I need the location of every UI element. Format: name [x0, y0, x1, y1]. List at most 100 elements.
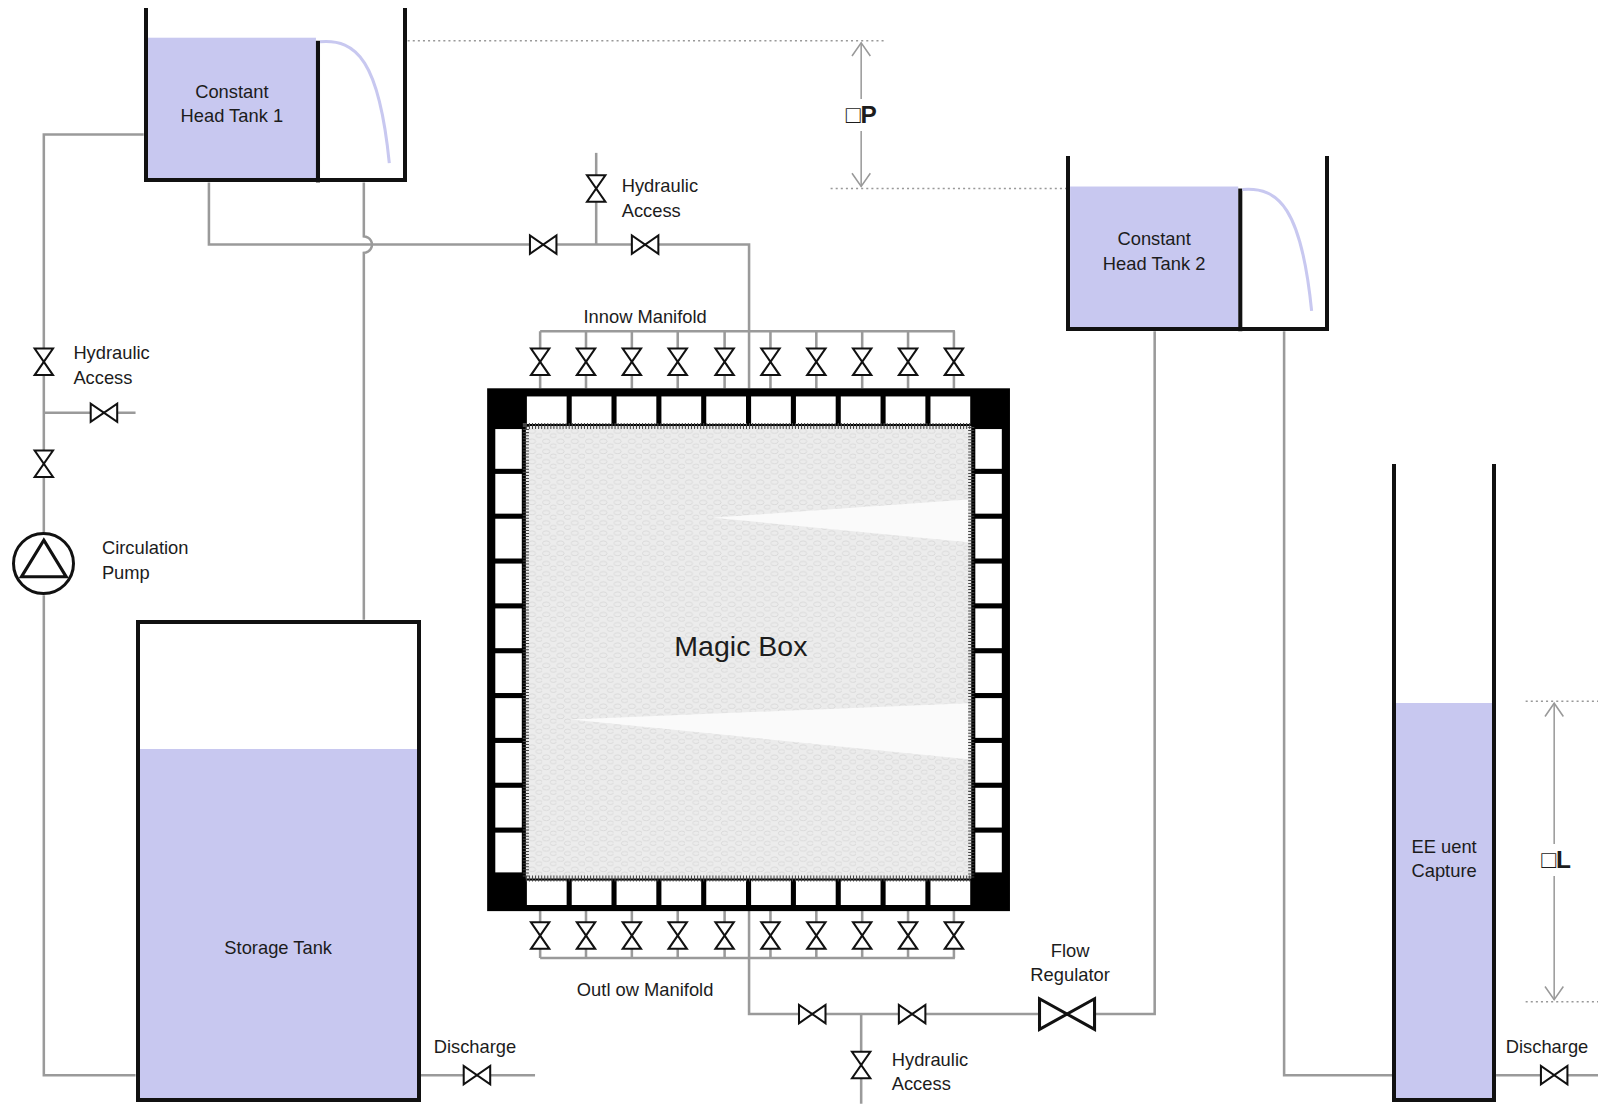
port-cell: [796, 881, 836, 905]
flow-regulator-symbol: [1040, 999, 1095, 1030]
port-cell: [661, 396, 701, 424]
port-cell: [751, 396, 791, 424]
valve-symbol: [761, 922, 779, 948]
port-cell: [495, 833, 521, 873]
valve-symbol: [577, 349, 595, 375]
manifold-label: Innow Manifold: [583, 305, 706, 329]
regulator-label: Flow Regulator: [1022, 939, 1119, 988]
sand-layer: [571, 703, 968, 759]
discharge-label: Discharge: [434, 1035, 517, 1059]
valve-symbol: [35, 450, 53, 476]
valve-symbol: [807, 349, 825, 375]
port-cell: [617, 881, 657, 905]
valve-symbol: [669, 922, 687, 948]
valve-symbol: [899, 349, 917, 375]
pump-triangle: [21, 540, 66, 577]
circulation-pump: Circulation Pump: [12, 532, 75, 595]
port-cell: [706, 396, 746, 424]
overflow-stream: [320, 42, 389, 164]
port-cell: [751, 881, 791, 905]
constant-head-tank: Constant Head Tank 1: [144, 8, 407, 182]
valve-symbol: [853, 922, 871, 948]
port-cells: [495, 396, 1002, 905]
port-cell: [572, 396, 612, 424]
port-cell: [975, 743, 1001, 783]
port-cell: [495, 698, 521, 738]
valve-symbol: [899, 922, 917, 948]
head-dimension: [408, 41, 1066, 189]
valve-symbol: [531, 349, 549, 375]
port-cell: [975, 429, 1001, 469]
valve-symbol: [761, 349, 779, 375]
port-cell: [975, 564, 1001, 604]
water: [148, 38, 316, 179]
pipe-connector: [44, 135, 144, 532]
length-dimension: [1526, 701, 1598, 1002]
port-cell: [886, 396, 926, 424]
valve-symbol: [632, 235, 658, 253]
port-cell: [886, 881, 926, 905]
port-cell: [527, 396, 567, 424]
pipe-connector: [1284, 331, 1392, 1075]
port-cell: [796, 396, 836, 424]
screen-mesh: [526, 426, 971, 879]
valve-symbol: [464, 1066, 490, 1084]
port-cell: [706, 881, 746, 905]
port-cell: [495, 653, 521, 693]
valve-symbol: [577, 922, 595, 948]
valve-symbol: [899, 1005, 925, 1023]
node-label: Magic Box: [674, 628, 807, 666]
port-cell: [975, 474, 1001, 514]
dimension-guide: [1526, 700, 1598, 702]
dimension-label: □P: [843, 99, 880, 132]
valve-symbol: [531, 922, 549, 948]
weir-wall: [1238, 189, 1242, 332]
port-cell: [495, 519, 521, 559]
port-cell: [495, 564, 521, 604]
valve-symbol: [91, 404, 117, 422]
access-label: Hydraulic Access: [892, 1048, 989, 1097]
sand-layer: [713, 499, 968, 542]
constant-head-tank: Constant Head Tank 2: [1066, 156, 1329, 331]
port-cell: [930, 881, 970, 905]
storage-tank: Storage Tank: [136, 620, 421, 1102]
port-cell: [841, 881, 881, 905]
valve-symbol: [669, 349, 687, 375]
valve-symbol: [807, 922, 825, 948]
valve-symbol: [623, 922, 641, 948]
port-cell: [495, 474, 521, 514]
manifold-label: Outl ow Manifold: [577, 978, 714, 1002]
valve-symbol: [623, 349, 641, 375]
node-label: Storage Tank: [224, 936, 332, 960]
port-cell: [975, 833, 1001, 873]
port-cell: [975, 698, 1001, 738]
port-cell: [975, 788, 1001, 828]
magic-box: Magic Box: [487, 388, 1010, 911]
valve-symbol: [1541, 1066, 1567, 1084]
port-cell: [527, 881, 567, 905]
port-cell: [975, 519, 1001, 559]
access-label: Hydraulic Access: [622, 174, 719, 223]
discharge-label: Discharge: [1506, 1035, 1589, 1059]
port-cell: [495, 788, 521, 828]
outflow-manifold-pipe: [540, 911, 955, 958]
node-label: Constant Head Tank 2: [1097, 227, 1211, 276]
pipe-work: [44, 153, 1598, 1104]
valve-symbol: [587, 175, 605, 201]
valve-symbol: [715, 349, 733, 375]
node-label: Circulation Pump: [102, 536, 204, 585]
port-cell: [495, 429, 521, 469]
valve-symbol: [799, 1005, 825, 1023]
porous-medium: [526, 426, 971, 879]
node-label: EE uent Capture: [1405, 835, 1482, 884]
port-cell: [930, 396, 970, 424]
valve-symbol: [852, 1052, 870, 1078]
dimension-guide: [1526, 1001, 1598, 1003]
node-label: Constant Head Tank 1: [175, 80, 289, 129]
port-cell: [841, 396, 881, 424]
port-cell: [617, 396, 657, 424]
inflow-manifold-pipe: [540, 331, 955, 388]
port-cell: [975, 608, 1001, 648]
port-cell: [661, 881, 701, 905]
valve-symbol: [35, 349, 53, 375]
